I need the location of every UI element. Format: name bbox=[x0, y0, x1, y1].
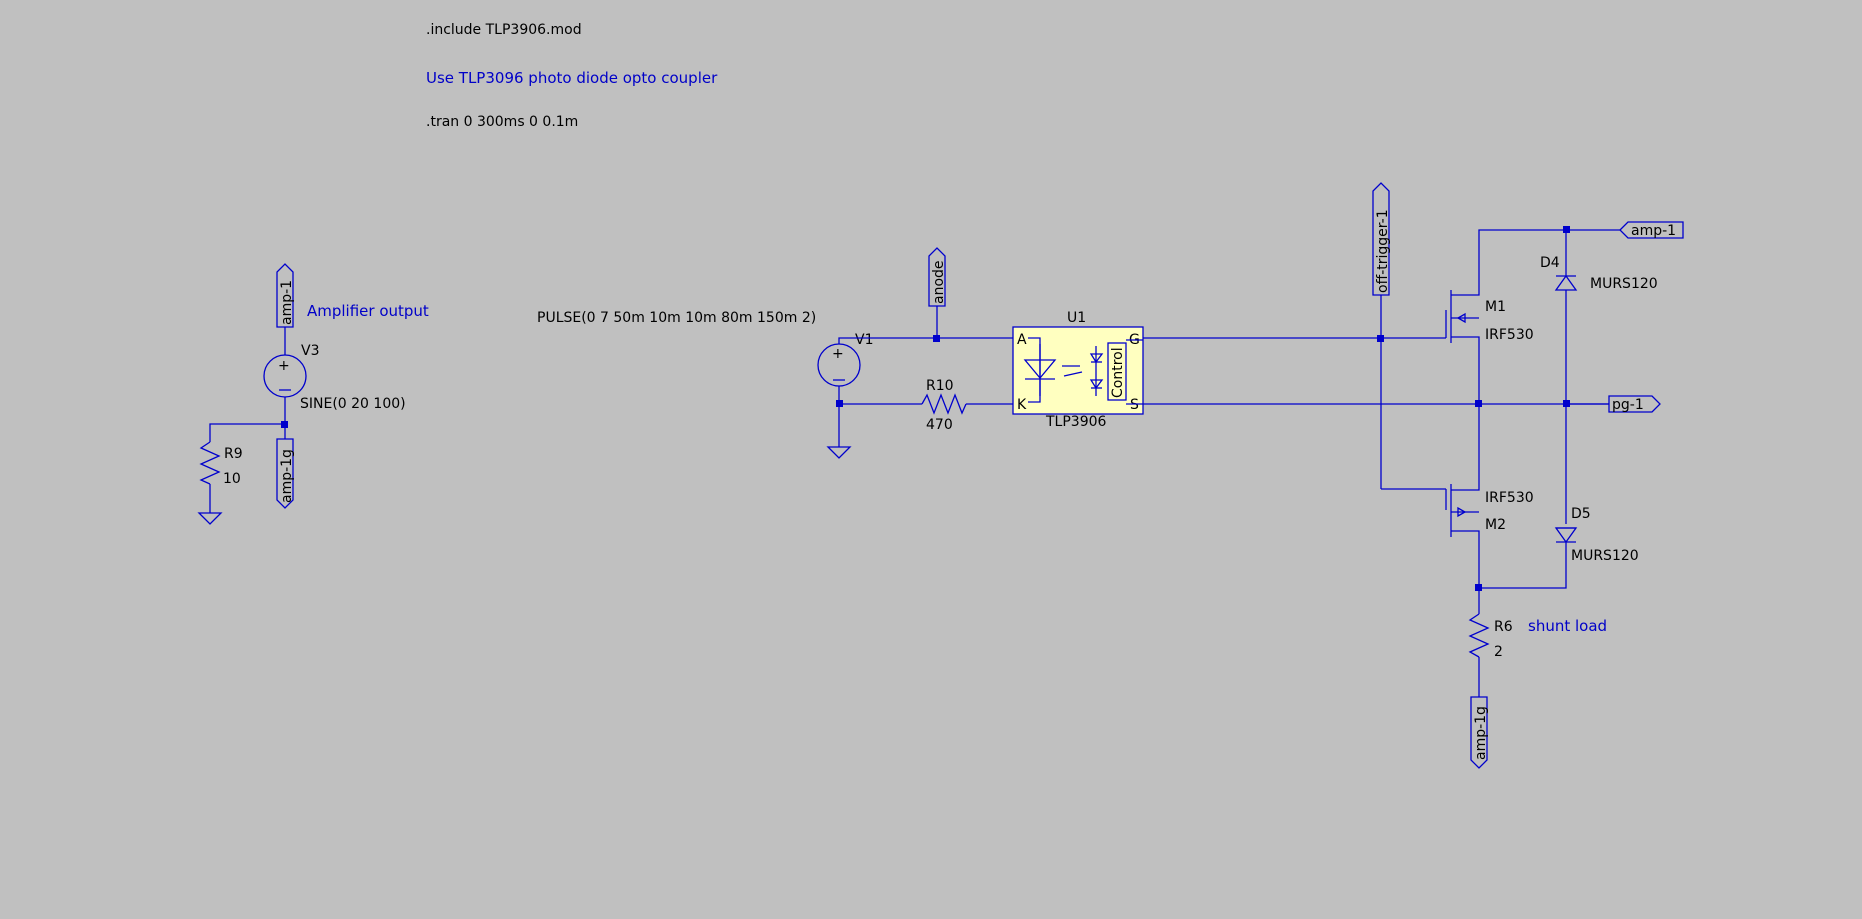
net-flag-amp-1g-right[interactable] bbox=[1470, 696, 1488, 769]
pin-s-label: S bbox=[1130, 397, 1139, 413]
m1-name[interactable]: M1 bbox=[1485, 299, 1506, 315]
m1-part[interactable]: IRF530 bbox=[1485, 327, 1534, 343]
control-box bbox=[1107, 342, 1127, 401]
net-flag-pg-1[interactable] bbox=[1608, 395, 1661, 413]
m2-part[interactable]: IRF530 bbox=[1485, 490, 1534, 506]
net-label-amp-1g-left: amp-1g bbox=[279, 449, 295, 503]
r9-value[interactable]: 10 bbox=[223, 471, 241, 487]
d4-part[interactable]: MURS120 bbox=[1590, 276, 1658, 292]
optocoupler-u1[interactable]: U1 TLP3906 A K G S Control bbox=[1012, 310, 1144, 430]
pin-a-label: A bbox=[1017, 332, 1027, 348]
plus-sign-icon: + bbox=[832, 346, 844, 362]
net-label-amp-1g-right: amp-1g bbox=[1473, 706, 1489, 760]
net-flag-amp-1g-left[interactable] bbox=[276, 438, 294, 509]
left-circuit: amp-1 Amplifier output + V3 SINE(0 20 10… bbox=[197, 263, 429, 525]
switch-circuit: off-trigger-1 M1 IRF530 amp-1 D4 MURS120… bbox=[1143, 182, 1684, 769]
net-label-off-trigger: off-trigger-1 bbox=[1375, 209, 1391, 293]
r6-value[interactable]: 2 bbox=[1494, 644, 1503, 660]
plus-sign-icon: + bbox=[278, 358, 290, 374]
resistor-r6[interactable] bbox=[1468, 613, 1490, 658]
r6-name[interactable]: R6 bbox=[1494, 619, 1513, 635]
net-flag-off-trigger[interactable] bbox=[1372, 182, 1390, 296]
net-flag-amp-1-right[interactable] bbox=[1619, 221, 1684, 239]
mosfet-arrow-icon bbox=[1457, 506, 1467, 518]
amplifier-output-comment[interactable]: Amplifier output bbox=[307, 302, 429, 320]
v1-name[interactable]: V1 bbox=[855, 332, 873, 348]
v3-name[interactable]: V3 bbox=[301, 343, 319, 359]
mosfet-arrow-icon bbox=[1456, 312, 1466, 324]
resistor-r9[interactable] bbox=[199, 441, 221, 485]
d5-name[interactable]: D5 bbox=[1571, 506, 1591, 522]
include-directive[interactable]: .include TLP3906.mod bbox=[426, 22, 582, 38]
r9-name[interactable]: R9 bbox=[224, 446, 243, 462]
shunt-load-comment[interactable]: shunt load bbox=[1528, 617, 1607, 635]
net-label-amp-1-left: amp-1 bbox=[279, 280, 295, 325]
ground-symbol-r9 bbox=[197, 512, 223, 525]
net-flag-anode[interactable] bbox=[928, 247, 946, 307]
u1-part[interactable]: TLP3906 bbox=[1045, 414, 1107, 430]
r10-value[interactable]: 470 bbox=[926, 417, 953, 433]
net-label-amp-1-right: amp-1 bbox=[1631, 223, 1676, 239]
net-label-anode: anode bbox=[931, 260, 947, 304]
m2-name[interactable]: M2 bbox=[1485, 517, 1506, 533]
net-label-pg-1: pg-1 bbox=[1612, 397, 1644, 413]
net-flag-amp-1-left[interactable] bbox=[276, 263, 294, 328]
ground-symbol-v1 bbox=[826, 446, 852, 459]
u1-name[interactable]: U1 bbox=[1067, 310, 1086, 326]
v3-value[interactable]: SINE(0 20 100) bbox=[300, 396, 406, 412]
control-label: Control bbox=[1110, 347, 1126, 398]
driver-circuit: PULSE(0 7 50m 10m 10m 80m 150m 2) + V1 a… bbox=[537, 247, 1015, 459]
diode-d4[interactable] bbox=[1554, 274, 1578, 291]
comment-text[interactable]: Use TLP3096 photo diode opto coupler bbox=[426, 69, 718, 87]
r10-name[interactable]: R10 bbox=[926, 378, 954, 394]
pulse-value[interactable]: PULSE(0 7 50m 10m 10m 80m 150m 2) bbox=[537, 310, 816, 326]
resistor-r10[interactable] bbox=[921, 393, 967, 415]
d5-part[interactable]: MURS120 bbox=[1571, 548, 1639, 564]
d4-name[interactable]: D4 bbox=[1540, 255, 1560, 271]
tran-directive[interactable]: .tran 0 300ms 0 0.1m bbox=[426, 114, 578, 130]
diode-d5[interactable] bbox=[1554, 527, 1578, 544]
pin-k-label: K bbox=[1017, 397, 1027, 413]
